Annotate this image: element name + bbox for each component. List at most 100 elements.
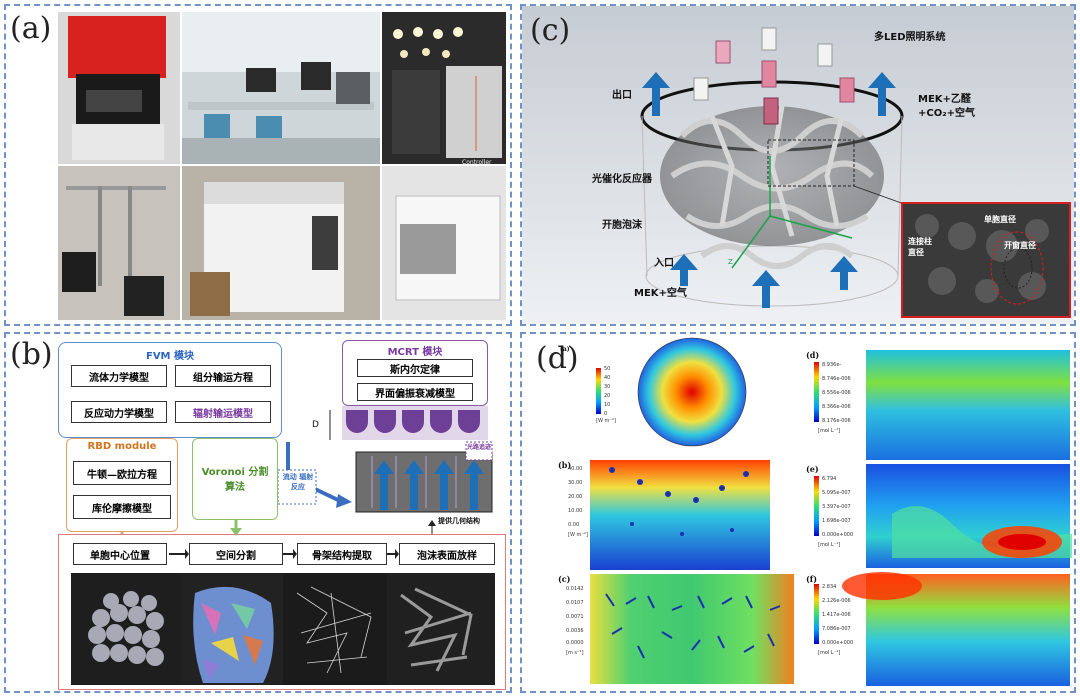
c-tick: 0.0000 [566,640,584,646]
d-tick: 8.746e-006 [822,376,851,382]
coupling-label: 流动 辐射 反应 [282,473,314,491]
inlet-label: 入口 [654,258,674,269]
voronoi-title: Voronoi 分割算法 [201,467,269,493]
panel-d: (d) (b) (c) (d) (e) (f) (a) 50 40 30 20 … [520,332,1076,693]
photo-light-rack: Controller [382,12,506,166]
panel-c: Z (c) 多LED照明系统 出口 MEK+乙醛 +CO₂+空气 光催化反应器 … [520,4,1076,326]
process-steps: 单胞中心位置 空间分割 骨架结构提取 泡沫表面放样 [58,534,506,690]
window-diameter-label: 开窗直径 [1004,241,1036,250]
voronoi-module: Voronoi 分割算法 [192,438,278,520]
outlet-arrow-right [868,72,896,116]
photo-3d-printer [58,12,180,164]
products-label-2: +CO₂+空气 [918,108,975,119]
colorbar-f [814,584,819,644]
cell-diameter-label: 单胞直径 [984,215,1016,224]
fvm-module: FVM 模块 流体力学模型 组分输运方程 反应动力学模型 辐射输运模型 [58,342,282,438]
b-tick: 0.00 [568,522,580,528]
open-cell-foam [660,105,884,269]
a-tick: 20 [604,393,611,399]
c-tick: 0.0071 [566,614,584,620]
foam-inset [901,202,1071,318]
sub-c-label: (c) [558,574,571,584]
d-unit: [mol L⁻¹] [818,428,841,434]
a-tick: 40 [604,375,611,381]
e-tick: 5.095e-007 [822,490,851,496]
mcrt-geometry [277,406,493,513]
c-tick: 0.0036 [566,628,584,634]
rbd-item-2: 库伦摩擦模型 [73,495,171,519]
outlet-arrow-left [642,72,670,116]
step-1: 单胞中心位置 [73,543,167,565]
feed-label: MEK+空气 [634,288,687,299]
mcrt-item-1: 斯内尔定律 [357,359,473,377]
contour-plots [590,337,1072,686]
b-unit: [W m⁻²] [568,532,588,538]
colorbar-d [814,362,819,422]
colorbar-a [596,368,601,414]
panel-label-b: (b) [10,337,53,372]
f-tick: 2.834 [822,584,837,590]
f-tick: 7.086e-007 [822,626,851,632]
fvm-item-4: 辐射输运模型 [175,401,271,423]
step-2: 空间分割 [189,543,283,565]
b-tick: 40.00 [568,466,583,472]
axis-z-label: Z [728,258,733,266]
c-tick: 0.0107 [566,600,584,606]
d-tick: 8.936e- [822,362,842,368]
colorbar-e [814,476,819,536]
geometry-provider-label: 提供几何结构 [438,517,480,525]
step-3: 骨架结构提取 [297,543,387,565]
e-unit: [mol L⁻¹] [818,542,841,548]
panel-b: (b) FVM 模块 流体力学模型 组分输运方程 反应动力学模型 辐射输运模型 … [4,332,512,693]
sub-f-label: (f) [806,574,818,584]
c-unit: [m s⁻¹] [566,650,584,656]
rbd-item-1: 牛顿—欧拉方程 [73,461,171,485]
foam-generation-renders [71,573,495,685]
mcrt-title: MCRT 模块 [387,347,443,358]
panel-label-d: (d) [536,341,579,376]
fvm-item-3: 反应动力学模型 [71,401,167,423]
rbd-module: RBD module 牛顿—欧拉方程 库伦摩擦模型 [66,438,178,532]
e-tick: 3.397e-007 [822,504,851,510]
f-tick: 2.126e-006 [822,598,851,604]
a-tick: 30 [604,384,611,390]
sub-a-label: (a) [560,346,570,353]
reactor-diagram: Z [522,6,1074,324]
b-tick: 20.00 [568,494,583,500]
mcrt-item-2: 界面偏振衰减模型 [357,383,473,401]
photo-gas-chromatograph [182,166,380,320]
strut-diameter-label: 连接柱直径 [908,237,932,257]
a-tick: 0 [604,411,608,417]
d-tick: 8.176e-006 [822,418,851,424]
panel-label-c: (c) [530,13,571,48]
f-tick: 0.000e+000 [822,640,854,646]
inlet-arrow-3 [830,256,858,290]
fvm-item-1: 流体力学模型 [71,365,167,387]
a-unit: [W m⁻²] [596,418,616,424]
e-tick: 6.794 [822,476,837,482]
plot-b [590,460,770,570]
panel-a: Controller (a) [4,4,512,326]
plot-d [866,350,1070,460]
photo-gas-rig [58,166,180,320]
photo-office [182,12,380,164]
foam-label: 开胞泡沫 [602,220,642,231]
sub-b-label: (b) [558,460,572,470]
reactor-label: 光催化反应器 [592,174,652,185]
a-tick: 10 [604,402,611,408]
plot-a-disk [637,337,747,447]
a-tick: 50 [604,366,611,372]
fvm-item-2: 组分输运方程 [175,365,271,387]
sub-d-label: (d) [806,350,820,360]
f-unit: [mol L⁻¹] [818,650,841,656]
rbd-title: RBD module [87,441,157,452]
photo-analyzer [382,166,506,320]
products-label-1: MEK+乙醛 [918,94,971,105]
inlet-arrow-2 [752,270,780,308]
flow-connectors [120,520,436,536]
flow-arrows [642,72,896,308]
inlet-arrow-1 [670,254,698,286]
b-tick: 10.00 [568,508,583,514]
step-4: 泡沫表面放样 [399,543,495,565]
fvm-title: FVM 模块 [145,351,194,362]
